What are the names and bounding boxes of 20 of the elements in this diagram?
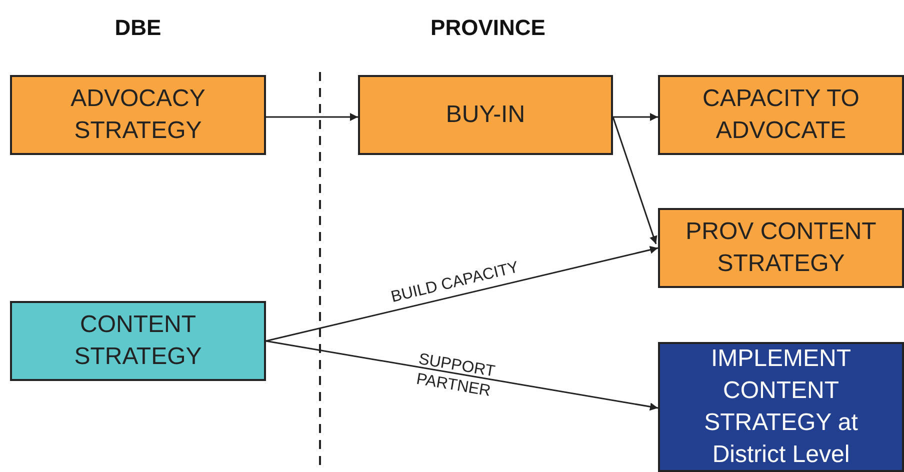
box-label: IMPLEMENT CONTENT STRATEGY at District Level <box>703 344 859 470</box>
process-box <box>10 301 266 381</box>
arrow <box>266 246 658 342</box>
process-box <box>658 208 904 288</box>
column-header: DBE <box>114 15 162 41</box>
process-box <box>658 342 904 472</box>
arrow <box>613 113 658 121</box>
process-box <box>658 75 904 155</box>
process-box <box>10 75 266 155</box>
box-label: ADVOCACY STRATEGY <box>70 84 206 146</box>
process-box <box>358 75 613 155</box>
arrow <box>266 113 358 121</box>
box-label: PROV CONTENT STRATEGY <box>684 217 878 279</box>
arrow <box>266 340 658 411</box>
edge-label: SUPPORT PARTNER <box>414 350 498 402</box>
box-label: CAPACITY TO ADVOCATE <box>702 84 860 146</box>
arrow <box>612 116 658 244</box>
box-label: BUY-IN <box>444 100 526 130</box>
column-header: PROVINCE <box>430 15 546 41</box>
box-label: CONTENT STRATEGY <box>73 310 203 372</box>
